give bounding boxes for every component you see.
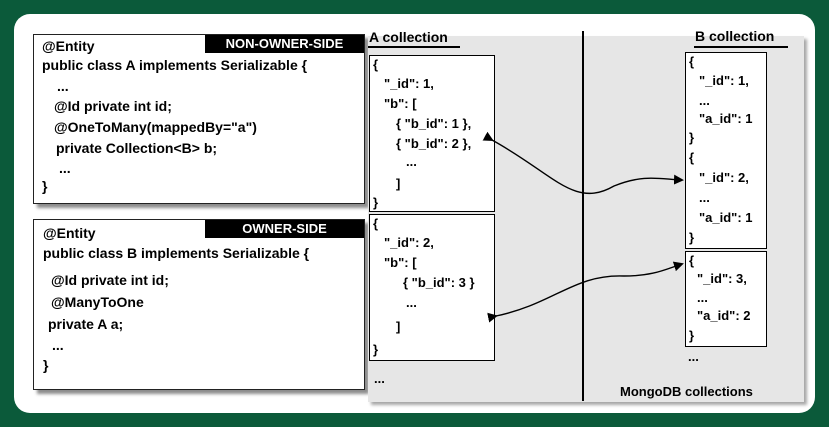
json-line: } <box>373 342 379 357</box>
json-line: ] <box>396 176 401 191</box>
reference-arrows <box>482 131 684 323</box>
json-line: { <box>373 216 379 231</box>
json-line: "b": [ <box>384 255 417 270</box>
json-line: ... <box>697 290 708 305</box>
class-a-line: private Collection<B> b; <box>56 140 218 156</box>
a-collection-document-1: { "_id": 1, "b": [ { "b_id": 1 }, { "b_i… <box>369 55 495 212</box>
arrow-b3-to-a2 <box>487 261 684 323</box>
json-line: { "b_id": 1 }, <box>396 116 472 131</box>
class-a-line: @Entity <box>42 38 95 54</box>
json-line: "_id": 2, <box>384 235 434 250</box>
b-collection-title: B collection <box>695 28 775 44</box>
json-line: ] <box>396 319 401 334</box>
json-line: { "b_id": 2 }, <box>396 136 472 151</box>
class-b-line: @Id private int id; <box>51 272 169 288</box>
json-line: } <box>689 230 695 245</box>
json-line: } <box>373 195 379 210</box>
diagram-canvas: NON-OWNER-SIDE @Entity public class A im… <box>14 14 815 413</box>
non-owner-side-tag: NON-OWNER-SIDE <box>205 35 364 53</box>
json-line: ... <box>406 295 417 310</box>
json-line: } <box>689 130 695 145</box>
json-line: "_id": 1, <box>699 73 749 88</box>
class-b-line: @ManyToOne <box>51 294 144 310</box>
class-b-line: @Entity <box>43 225 96 241</box>
a-collection-document-2: { "_id": 2, "b": [ { "b_id": 3 } ... ] } <box>369 214 495 361</box>
class-b-line: ... <box>52 337 64 353</box>
json-line: ... <box>699 190 710 205</box>
json-line: "a_id": 1 <box>699 111 753 126</box>
b-collection-document-3: { "_id": 3, ... "a_id": 2 } <box>685 251 767 347</box>
json-line: "a_id": 2 <box>697 308 751 323</box>
json-line: { "b_id": 3 } <box>403 275 475 290</box>
class-a-line: @Id private int id; <box>54 98 172 114</box>
class-a-code-box: NON-OWNER-SIDE @Entity public class A im… <box>33 34 365 204</box>
json-line: "_id": 3, <box>697 271 747 286</box>
class-a-line: ... <box>57 78 69 94</box>
owner-side-tag: OWNER-SIDE <box>205 220 364 238</box>
b-collection-underline <box>694 46 788 48</box>
json-line: } <box>689 328 695 343</box>
json-line: "_id": 2, <box>699 170 749 185</box>
class-b-code-box: OWNER-SIDE @Entity public class B implem… <box>33 219 365 390</box>
json-line: { <box>689 253 695 268</box>
json-line: { <box>689 54 695 69</box>
mongodb-collections-label: MongoDB collections <box>620 384 753 399</box>
a-collection-more: ... <box>374 371 385 386</box>
arrow-a1-to-b <box>482 131 684 195</box>
class-b-line: public class B implements Serializable { <box>43 245 310 261</box>
json-line: "a_id": 1 <box>699 210 753 225</box>
class-a-line: @OneToMany(mappedBy="a") <box>54 119 257 135</box>
a-collection-underline <box>368 46 460 48</box>
json-line: { <box>373 57 379 72</box>
json-line: ... <box>406 154 417 169</box>
b-collection-more: ... <box>688 349 699 364</box>
json-line: "_id": 1, <box>384 76 434 91</box>
class-a-line: } <box>42 178 48 194</box>
json-line: "b": [ <box>384 96 417 111</box>
b-collection-documents-1-2: { "_id": 1, ... "a_id": 1 } { "_id": 2, … <box>685 52 767 249</box>
class-b-line: } <box>43 357 49 373</box>
class-b-line: private A a; <box>48 316 124 332</box>
json-line: ... <box>699 93 710 108</box>
collections-divider <box>582 31 584 401</box>
a-collection-title: A collection <box>369 29 448 45</box>
class-a-line: ... <box>59 160 71 176</box>
json-line: { <box>689 150 695 165</box>
class-a-line: public class A implements Serializable { <box>42 57 308 73</box>
